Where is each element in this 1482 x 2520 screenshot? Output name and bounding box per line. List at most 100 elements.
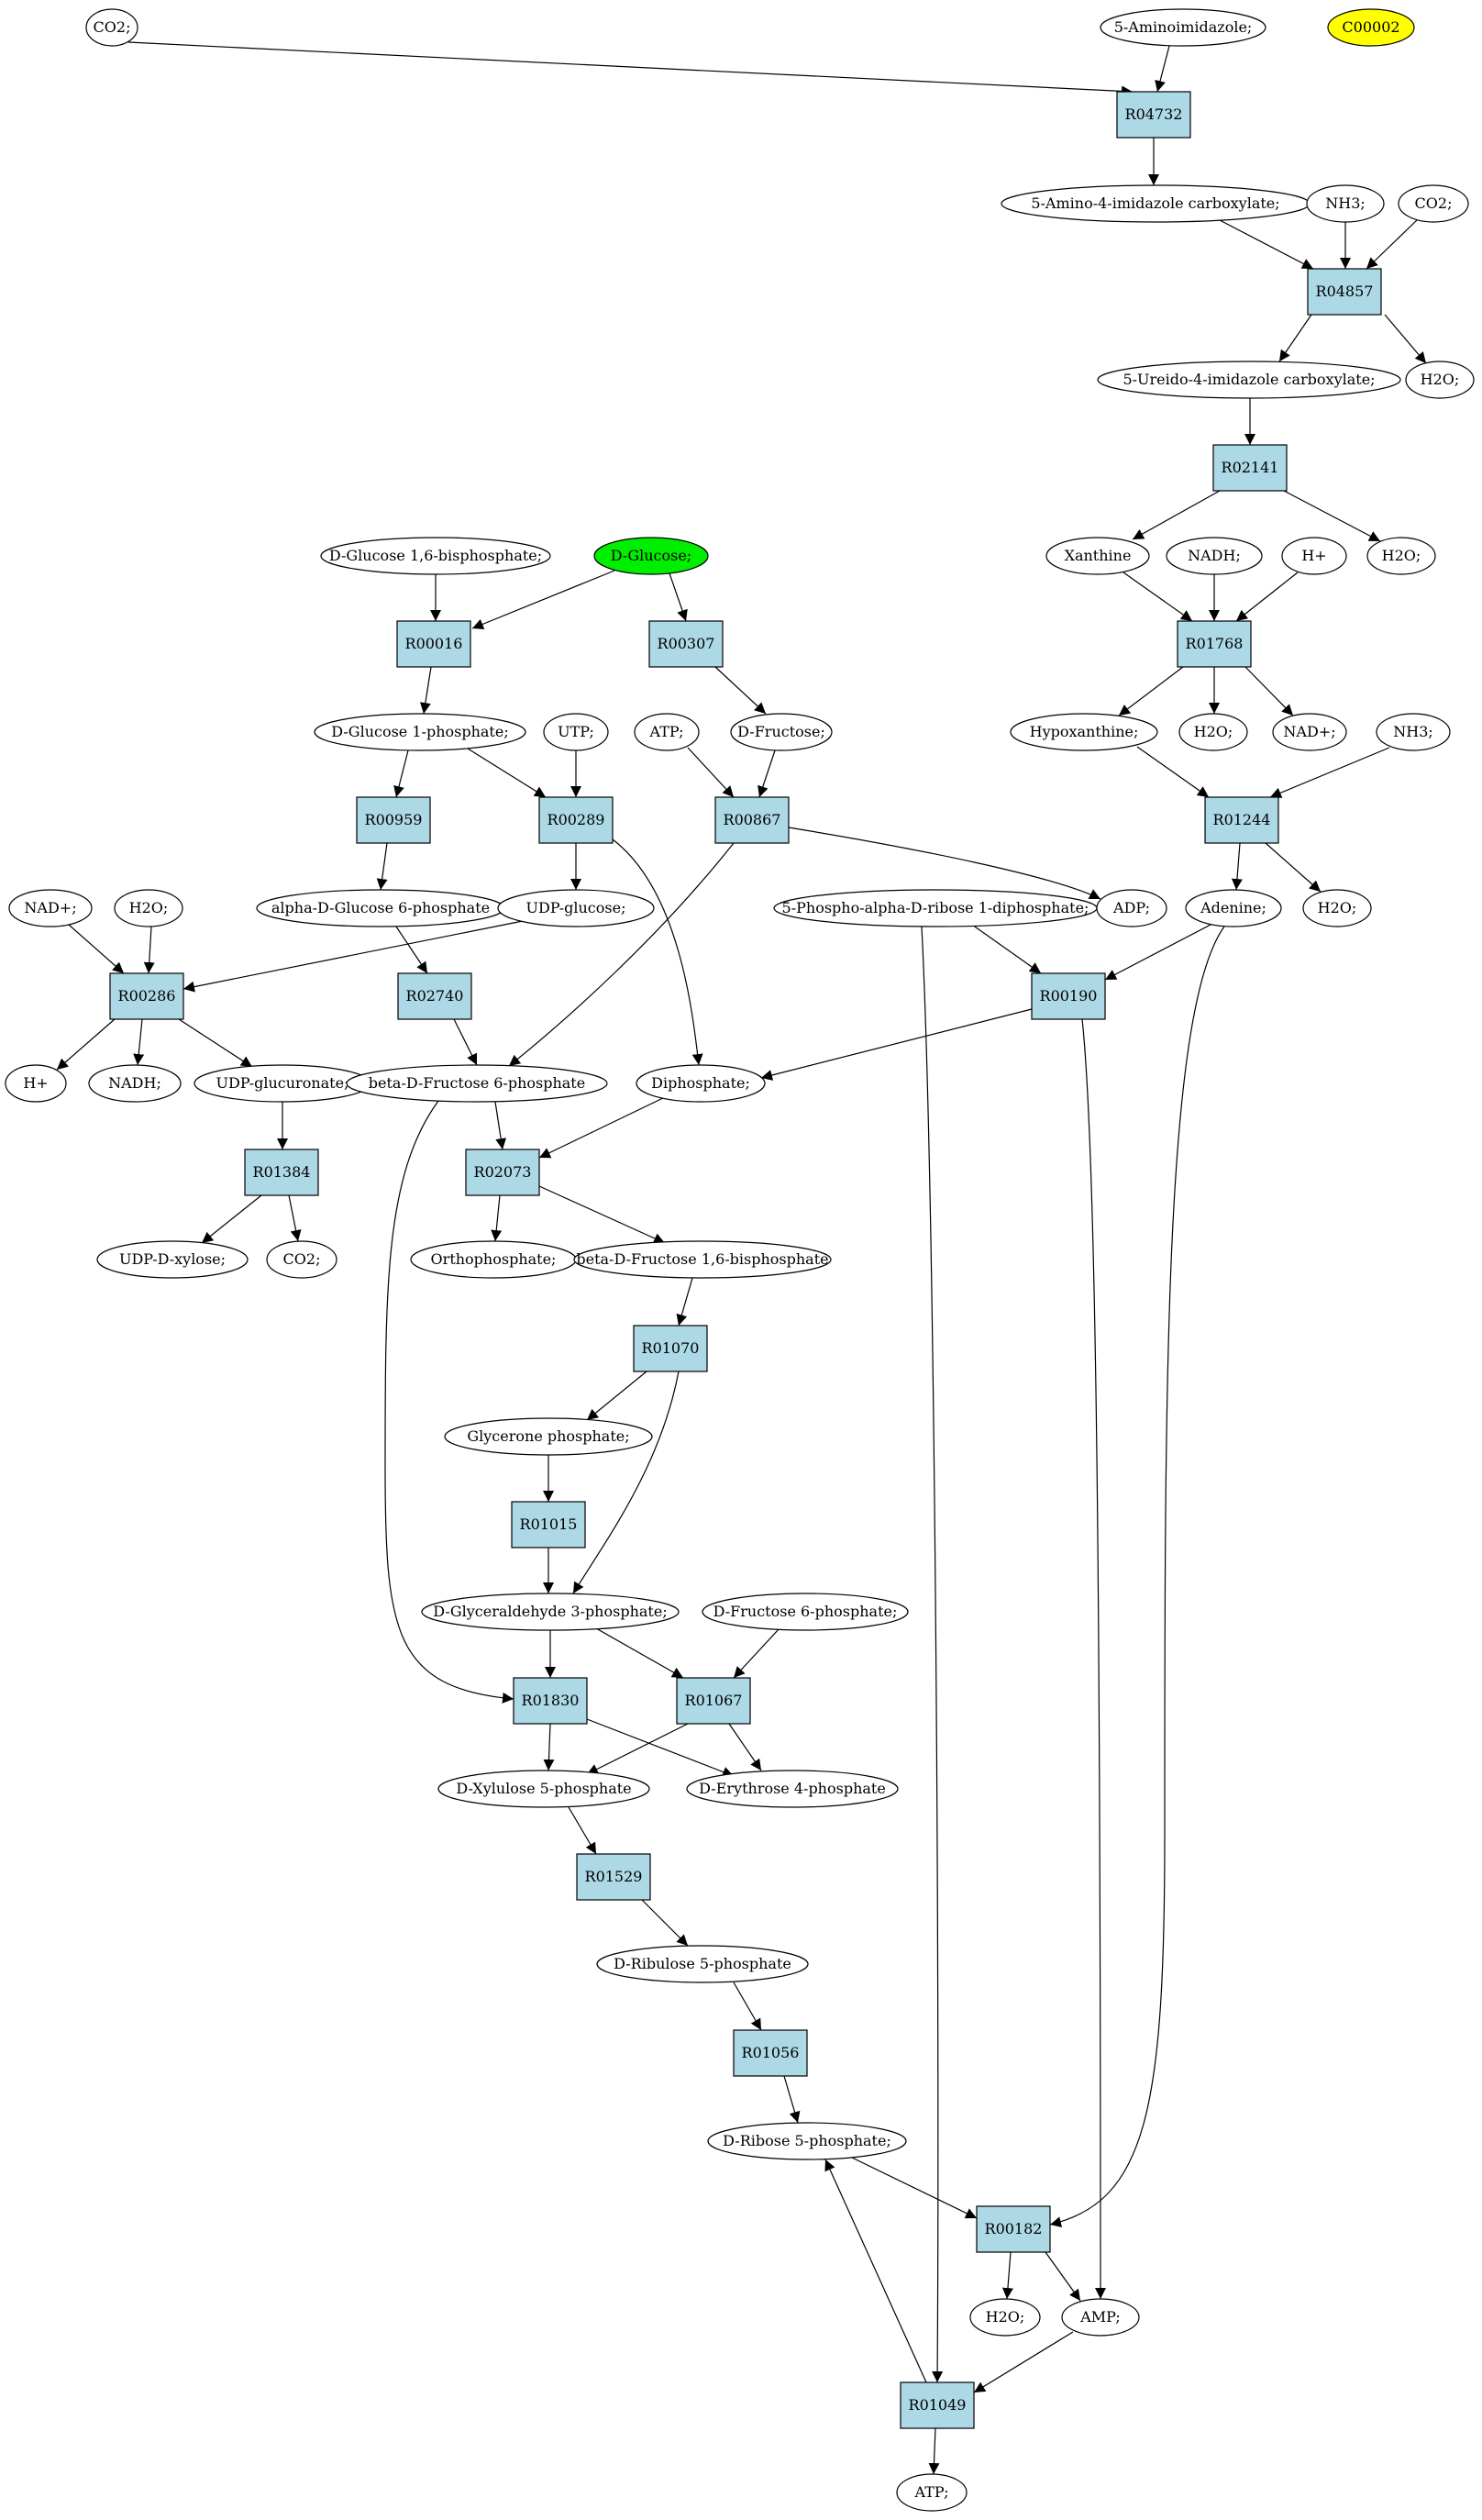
compound-node-ribose-5-phosphate[interactable]: D-Ribose 5-phosphate; [707, 2122, 907, 2160]
compound-node-hypoxanthine[interactable]: Hypoxanthine; [1010, 713, 1158, 751]
compound-node-glycerone-phosphate[interactable]: Glycerone phosphate; [444, 1417, 653, 1456]
edge-r01049-to-atp [928, 2427, 940, 2475]
reaction-node-r01070[interactable]: R01070 [633, 1325, 708, 1372]
compound-node-amino-imidazole-carboxylate[interactable]: 5-Amino-4-imidazole carboxylate; [1001, 184, 1311, 223]
reaction-node-r01244[interactable]: R01244 [1204, 796, 1279, 844]
reaction-node-r01384[interactable]: R01384 [244, 1149, 319, 1196]
reaction-node-r01015[interactable]: R01015 [511, 1501, 586, 1549]
compound-node-h2o-e[interactable]: H2O; [1302, 889, 1372, 927]
compound-node-hplus-a[interactable]: H+ [1281, 537, 1347, 575]
compound-node-amp[interactable]: AMP; [1061, 2298, 1140, 2337]
compound-label: alpha-D-Glucose 6-phosphate [271, 899, 490, 916]
reaction-node-r01049[interactable]: R01049 [900, 2381, 975, 2429]
compound-node-co2-c[interactable]: CO2; [266, 1240, 337, 1279]
edge-ribose-to-r00182 [847, 2155, 978, 2219]
reaction-node-r00959[interactable]: R00959 [356, 796, 431, 844]
compound-node-fructose-16-bisphosphate[interactable]: beta-D-Fructose 1,6-bisphosphate [573, 1240, 832, 1279]
compound-label: D-Ribulose 5-phosphate [614, 1955, 791, 1972]
edge-r04857-to-h2o [1384, 314, 1427, 364]
compound-node-glyceraldehyde-3-phosphate[interactable]: D-Glyceraldehyde 3-phosphate; [421, 1593, 680, 1631]
compound-node-udp-glucose[interactable]: UDP-glucose; [497, 889, 655, 927]
reaction-node-r00182[interactable]: R00182 [976, 2205, 1051, 2253]
compound-node-d-fructose[interactable]: D-Fructose; [730, 713, 833, 751]
compound-node-xanthine[interactable]: Xanthine [1045, 537, 1150, 575]
edge-co2b-to-r04857 [1366, 219, 1418, 270]
reaction-node-r01056[interactable]: R01056 [733, 2029, 808, 2077]
reaction-box [976, 2205, 1051, 2253]
compound-label: UDP-glucuronate; [216, 1074, 349, 1092]
compound-node-prpp[interactable]: 5-Phospho-alpha-D-ribose 1-diphosphate; [773, 889, 1098, 927]
compound-node-co2-b[interactable]: CO2; [1398, 184, 1469, 223]
compound-node-nh3-a[interactable]: NH3; [1306, 184, 1385, 223]
reaction-node-r02073[interactable]: R02073 [465, 1149, 540, 1196]
compound-ellipse [85, 8, 138, 47]
compound-node-nh3-b[interactable]: NH3; [1376, 713, 1451, 751]
compound-node-adenine[interactable]: Adenine; [1185, 889, 1282, 927]
compound-node-fructose-6-phosphate-d[interactable]: D-Fructose 6-phosphate; [702, 1593, 909, 1631]
reaction-node-r04732[interactable]: R04732 [1116, 91, 1191, 139]
compound-label: NAD+; [1283, 723, 1335, 740]
reaction-node-r02141[interactable]: R02141 [1212, 444, 1288, 492]
compound-label: D-Fructose 6-phosphate; [713, 1603, 898, 1620]
compound-ellipse [1097, 361, 1401, 399]
compound-label: beta-D-Fructose 1,6-bisphosphate [576, 1250, 828, 1268]
reaction-node-r00190[interactable]: R00190 [1031, 972, 1106, 1020]
reaction-node-r02740[interactable]: R02740 [397, 972, 472, 1020]
compound-node-atp-a[interactable]: ATP; [634, 713, 700, 751]
reaction-label: R01830 [522, 1692, 580, 1709]
compound-node-c00002[interactable]: C00002 [1327, 8, 1415, 47]
compound-node-utp[interactable]: UTP; [543, 713, 609, 751]
edge-diphosphate-to-r02073 [538, 1096, 666, 1159]
reaction-label: R00182 [985, 2220, 1043, 2237]
compound-label: 5-Amino-4-imidazole carboxylate; [1031, 194, 1279, 212]
reaction-node-r01768[interactable]: R01768 [1177, 620, 1252, 668]
compound-node-xylulose-5-phosphate[interactable]: D-Xylulose 5-phosphate [437, 1770, 650, 1808]
compound-node-ureido-imidazole-carboxylate[interactable]: 5-Ureido-4-imidazole carboxylate; [1097, 361, 1401, 399]
compound-node-nadplus-a[interactable]: NAD+; [1272, 713, 1347, 751]
edge-glyceraldehyde-to-r01067 [595, 1627, 684, 1679]
compound-node-aminoimidazole[interactable]: 5-Aminoimidazole; [1100, 8, 1266, 47]
compound-node-ribulose-5-phosphate[interactable]: D-Ribulose 5-phosphate [596, 1945, 809, 1983]
compound-node-d-glucose[interactable]: D-Glucose; [593, 537, 709, 575]
reaction-node-r00016[interactable]: R00016 [396, 620, 471, 668]
compound-node-orthophosphate[interactable]: Orthophosphate; [410, 1240, 577, 1279]
reaction-node-r00286[interactable]: R00286 [109, 972, 184, 1020]
reaction-node-r01067[interactable]: R01067 [676, 1677, 751, 1725]
reaction-node-r01529[interactable]: R01529 [576, 1853, 651, 1901]
compound-node-hplus-b[interactable]: H+ [5, 1064, 67, 1103]
compound-node-atp-b[interactable]: ATP; [896, 2473, 968, 2512]
compound-node-co2-a[interactable]: CO2; [85, 8, 138, 47]
compound-node-nadh-a[interactable]: NADH; [1166, 537, 1263, 575]
reaction-node-r00307[interactable]: R00307 [648, 620, 724, 668]
compound-node-diphosphate[interactable]: Diphosphate; [636, 1064, 766, 1103]
reaction-node-r01830[interactable]: R01830 [513, 1677, 588, 1725]
reaction-node-r04857[interactable]: R04857 [1307, 268, 1382, 316]
compound-node-glucose-16-bisphosphate[interactable]: D-Glucose 1,6-bisphosphate; [320, 537, 551, 575]
compound-node-h2o-f[interactable]: H2O; [969, 2298, 1041, 2337]
compound-node-glucose-1-phosphate[interactable]: D-Glucose 1-phosphate; [314, 713, 526, 751]
reaction-node-r00867[interactable]: R00867 [714, 796, 790, 844]
compound-label: D-Glucose 1,6-bisphosphate; [329, 547, 542, 564]
compound-node-udp-glucuronate[interactable]: UDP-glucuronate; [194, 1064, 371, 1103]
compound-ellipse [1366, 537, 1436, 575]
compound-node-fructose-6-phosphate-beta[interactable]: beta-D-Fructose 6-phosphate [346, 1064, 608, 1103]
edge-r01830-to-xylulose [543, 1723, 555, 1771]
compound-node-h2o-b[interactable]: H2O; [1366, 537, 1436, 575]
edge-amp-to-r01049 [973, 2331, 1074, 2393]
compound-node-udp-xylose[interactable]: UDP-D-xylose; [96, 1240, 249, 1279]
compound-label: D-Glyceraldehyde 3-phosphate; [433, 1603, 667, 1620]
compound-ellipse [636, 1064, 766, 1103]
edge-r01830-to-erythrose [586, 1718, 735, 1778]
compound-node-h2o-a[interactable]: H2O; [1405, 361, 1475, 399]
reaction-label: R01015 [520, 1515, 578, 1533]
compound-node-nadh-b[interactable]: NADH; [88, 1064, 182, 1103]
edge-r00190-to-amp [1081, 1018, 1106, 2300]
compound-node-nadplus-b[interactable]: NAD+; [8, 889, 93, 927]
compound-node-adp[interactable]: ADP; [1096, 889, 1167, 927]
reaction-node-r00289[interactable]: R00289 [538, 796, 614, 844]
compound-node-h2o-d[interactable]: H2O; [114, 889, 183, 927]
compound-node-alpha-glucose-6-phosphate[interactable]: alpha-D-Glucose 6-phosphate [256, 889, 505, 927]
compound-node-erythrose-4-phosphate[interactable]: D-Erythrose 4-phosphate [686, 1770, 899, 1808]
compound-ellipse [1306, 184, 1385, 223]
compound-node-h2o-c[interactable]: H2O; [1178, 713, 1248, 751]
